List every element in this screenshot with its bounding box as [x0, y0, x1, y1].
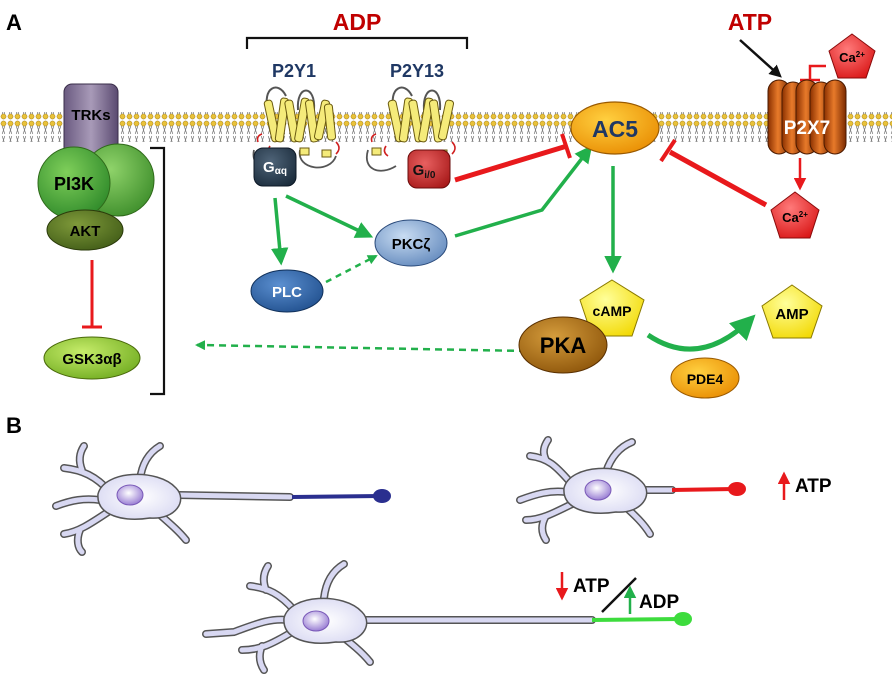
gaq-pkc-arrow: [285, 194, 374, 238]
p2x7-channel: P2X7: [767, 79, 847, 155]
amp-node: AMP: [761, 284, 823, 339]
ca-p2x7-inhibition: [800, 64, 826, 82]
pi3k-node: PI3K: [37, 146, 111, 220]
g-alpha-q-main: G: [263, 159, 275, 176]
pi3k-label: PI3K: [54, 174, 94, 194]
p2y13-label: P2Y13: [390, 61, 444, 81]
pathway-bracket: [150, 146, 166, 396]
pka-gsk-dashed-arrow: [195, 340, 527, 353]
ac5-label: AC5: [592, 116, 638, 142]
akt-label: AKT: [70, 223, 101, 240]
gaq-plc-arrow: [270, 197, 289, 266]
camp-amp-arrow: [646, 314, 756, 352]
panel-a-label: A: [6, 10, 22, 35]
ca-ext-main: Ca: [839, 50, 856, 65]
pde4-node: PDE4: [670, 357, 740, 399]
trks-label: TRKs: [71, 107, 110, 124]
neuron-3: [202, 560, 692, 674]
ca-int-main: Ca: [782, 210, 799, 225]
gio-ac5-inhibition-bar: [560, 133, 572, 159]
svg-text:Gi/0: Gi/0: [413, 162, 436, 181]
plc-pkc-dashed-arrow: [325, 254, 378, 284]
plc-node: PLC: [250, 269, 324, 313]
svg-text:Gαq: Gαq: [263, 159, 287, 177]
ca-ext-sup: 2+: [856, 50, 865, 59]
g-io-node: Gi/0: [407, 149, 451, 189]
amp-label: AMP: [775, 306, 808, 323]
svg-text:Ca2+: Ca2+: [839, 50, 865, 65]
adp-bracket: [245, 36, 469, 49]
gsk3-label: GSK3αβ: [62, 351, 121, 368]
atp-up-label: ATP: [795, 476, 832, 497]
ca-int-sup: 2+: [799, 210, 808, 219]
atp-down-label: ATP: [573, 576, 610, 597]
p2y13-receptor: [365, 86, 456, 172]
camp-node: cAMP: [579, 279, 645, 337]
pka-label: PKA: [540, 333, 587, 358]
ratio-slash: [601, 577, 637, 613]
pde4-label: PDE4: [687, 371, 724, 387]
g-io-sub: i/0: [424, 170, 436, 181]
ca-ac5-inhibition-bar: [659, 138, 677, 163]
panel-b-label: B: [6, 413, 22, 438]
trks-receptor: TRKs: [63, 83, 119, 167]
pka-node: PKA: [518, 316, 608, 374]
pkc-label: PKCζ: [392, 236, 431, 253]
pkc-ac5-arrow: [454, 145, 593, 238]
neuron-1: [52, 442, 391, 556]
atp-title: ATP: [728, 9, 772, 35]
ca-extracellular-node: Ca2+: [828, 33, 876, 79]
g-alpha-q-sub: αq: [275, 166, 287, 177]
plc-label: PLC: [272, 284, 302, 301]
svg-text:Ca2+: Ca2+: [782, 210, 808, 225]
g-alpha-q-node: Gαq: [253, 147, 297, 187]
p2x7-label: P2X7: [784, 118, 830, 139]
adp-up-label: ADP: [639, 592, 679, 613]
pkc-node: PKCζ: [374, 219, 448, 267]
p2y1-label: P2Y1: [272, 61, 316, 81]
neuron-2: [516, 436, 746, 544]
akt-node: AKT: [46, 209, 124, 251]
ca-ac5-inhibition-line: [668, 149, 768, 208]
ac5-node: AC5: [570, 101, 660, 155]
atp-p2x7-arrow: [739, 39, 782, 78]
gsk3-node: GSK3αβ: [43, 336, 141, 380]
adp-title: ADP: [333, 9, 382, 35]
ca-intracellular-node: Ca2+: [770, 191, 820, 239]
g-io-main: G: [413, 162, 425, 179]
camp-label: cAMP: [593, 303, 632, 319]
gio-ac5-inhibition-line: [454, 143, 568, 183]
